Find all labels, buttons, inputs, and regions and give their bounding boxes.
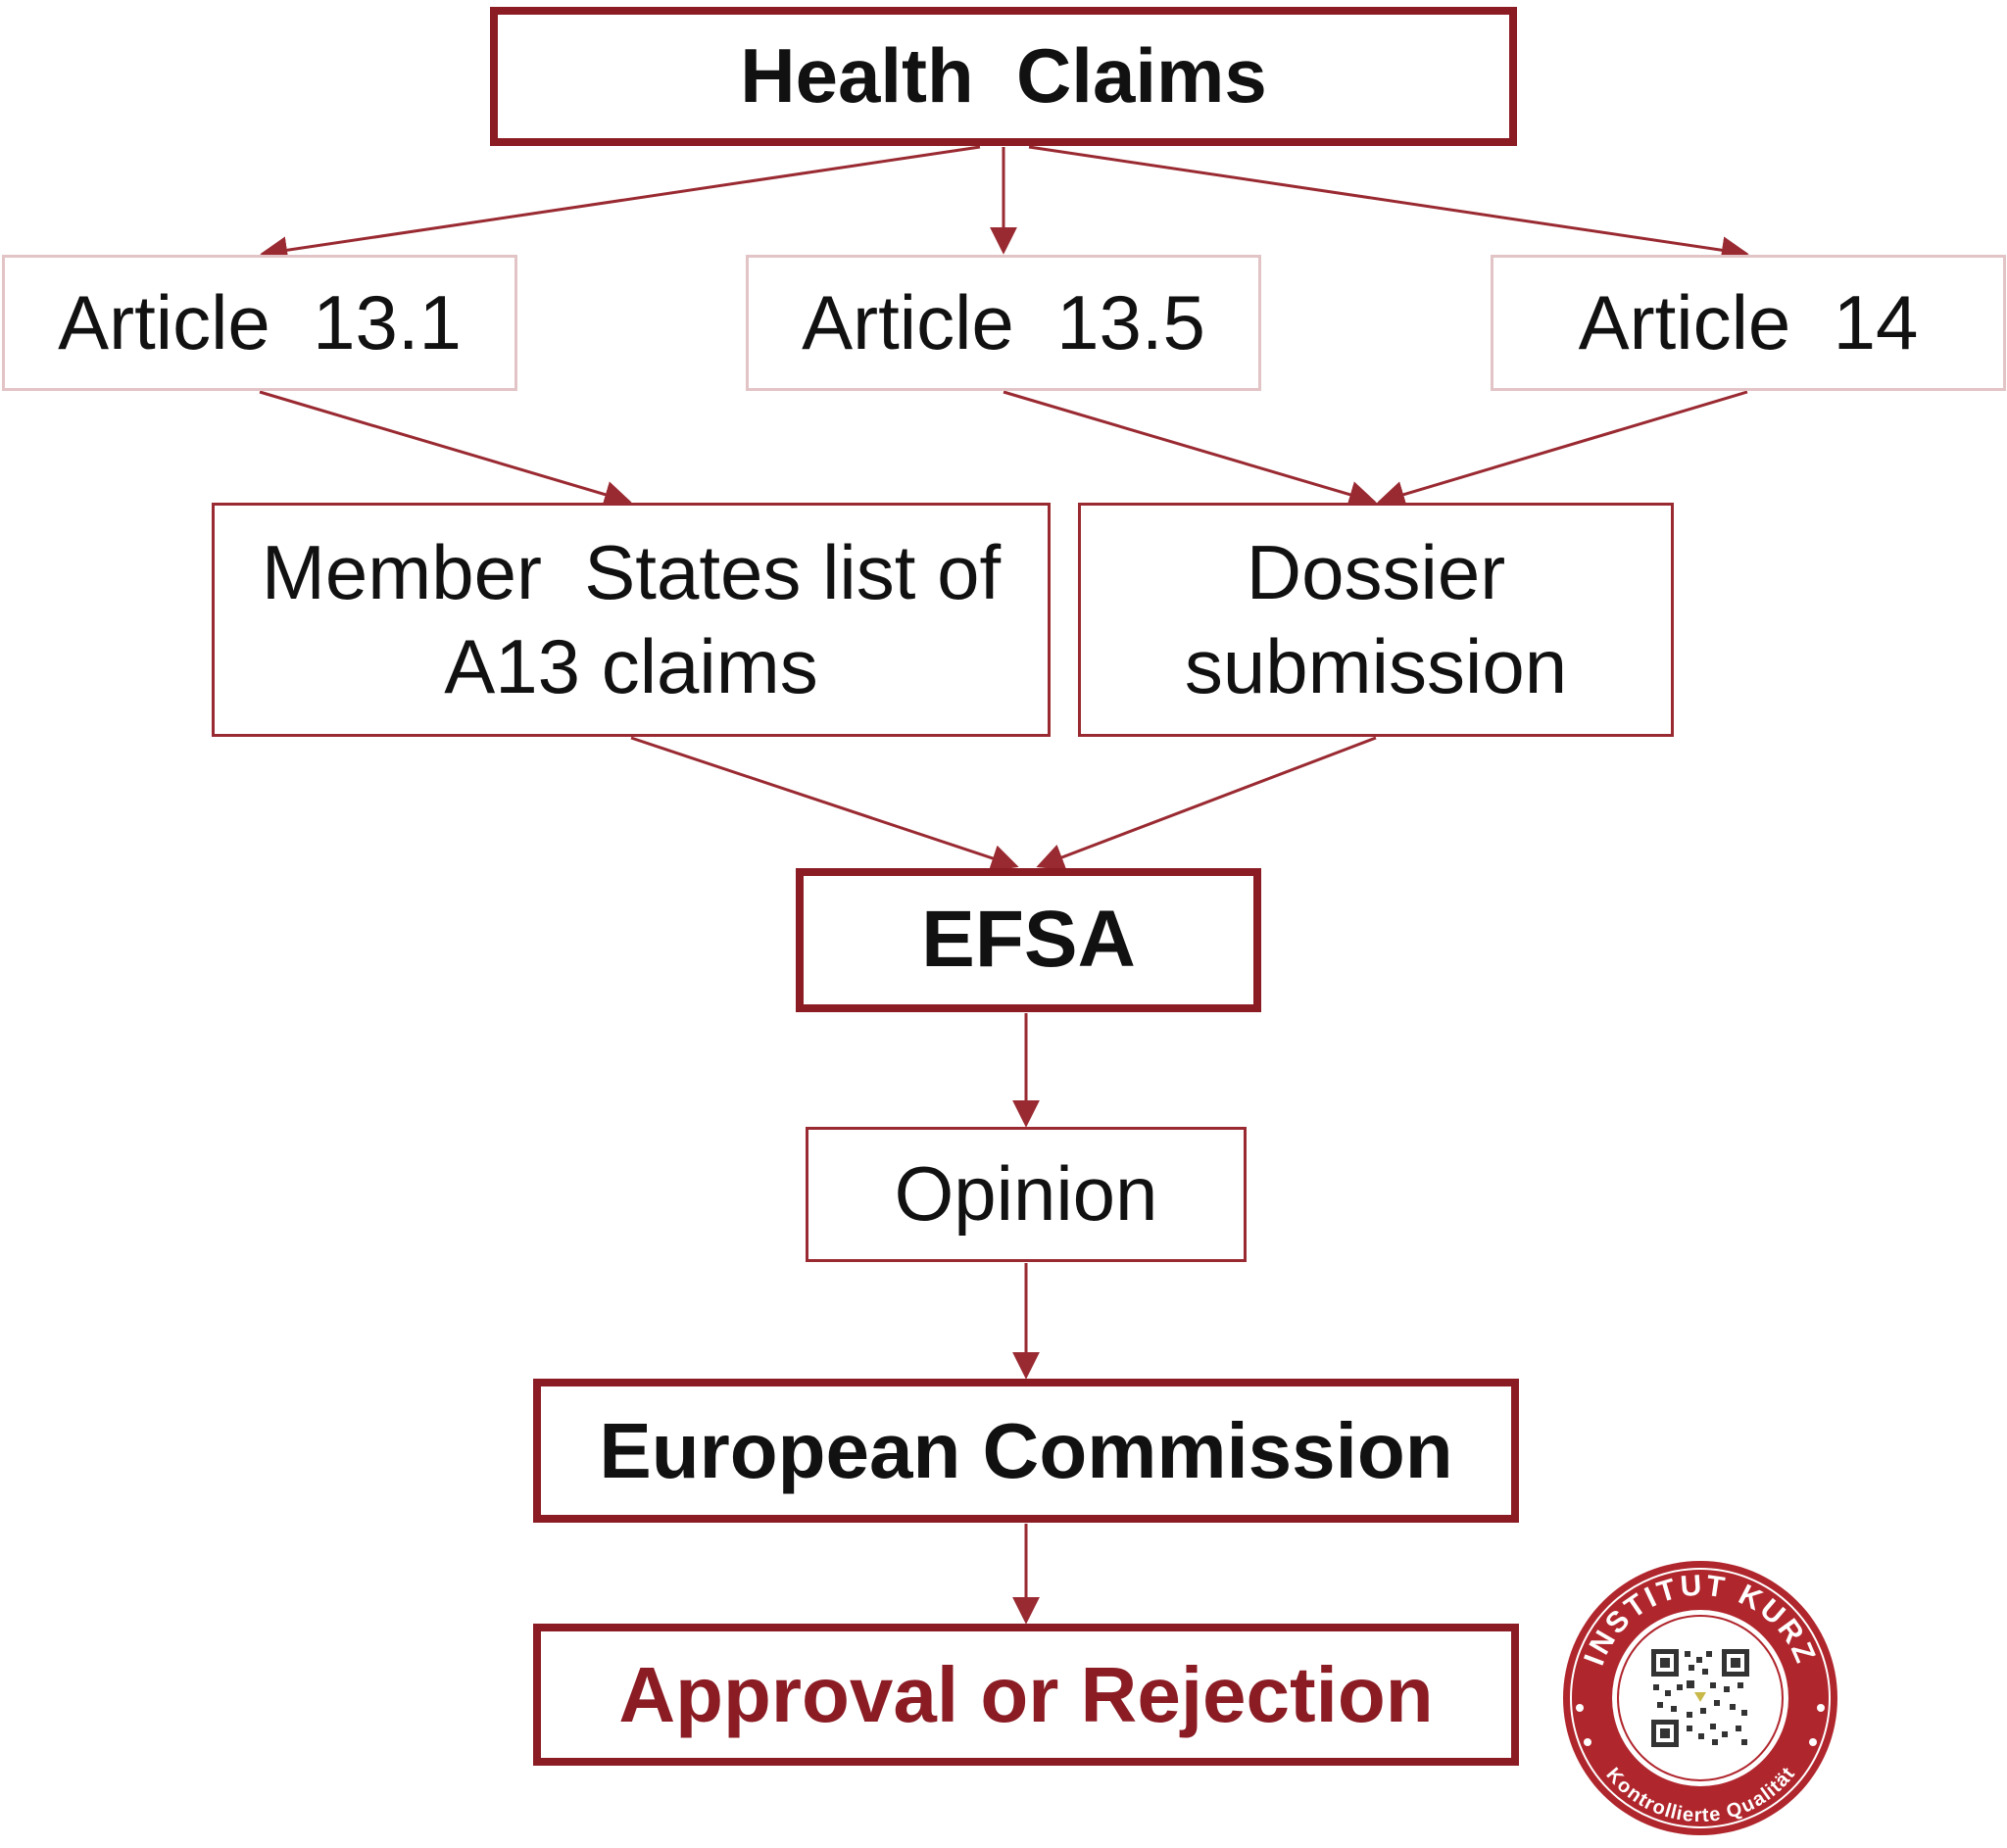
arrow-article-13-5-to-dossier <box>1003 390 1377 509</box>
node-article-14-label: Article 14 <box>1578 278 1919 365</box>
node-efsa: EFSA <box>796 868 1261 1012</box>
node-article-13-5-label: Article 13.5 <box>802 278 1205 365</box>
node-dossier-line2: submission <box>1184 622 1568 709</box>
node-article-14: Article 14 <box>1491 255 2006 391</box>
arrow-article-14-to-dossier <box>1377 390 1748 509</box>
node-health-claims-label: Health Claims <box>740 32 1267 120</box>
arrow-health-to-article-14 <box>1028 145 1749 265</box>
node-dossier-line1: Dossier <box>1246 529 1506 616</box>
arrow-dossier-to-efsa <box>1036 736 1377 871</box>
node-efsa-label: EFSA <box>921 895 1136 985</box>
institut-kurz-seal-logo: INSTITUT KURZ Kontrollierte Qualität <box>1563 1561 1837 1835</box>
qr-code-icon <box>1651 1649 1749 1747</box>
seal-dots-icon <box>1576 1704 1825 1746</box>
node-health-claims: Health Claims <box>490 7 1517 146</box>
node-dossier-submission: Dossier submission <box>1078 503 1674 737</box>
node-opinion-label: Opinion <box>894 1150 1158 1238</box>
node-article-13-5: Article 13.5 <box>746 255 1261 391</box>
node-member-states-list: Member States list of A13 claims <box>212 503 1051 737</box>
node-member-states-line2: A13 claims <box>444 622 818 709</box>
arrow-article-13-1-to-member-states <box>259 390 632 509</box>
arrow-member-states-to-efsa <box>630 736 1019 872</box>
node-dossier-text: Dossier submission <box>1185 526 1567 712</box>
node-opinion: Opinion <box>806 1127 1247 1262</box>
node-approval-or-rejection: Approval or Rejection <box>533 1624 1519 1766</box>
arrow-health-to-article-13-1 <box>260 145 981 265</box>
node-member-states-line1: Member States list of <box>261 529 1002 616</box>
node-european-commission-label: European Commission <box>599 1406 1453 1494</box>
node-european-commission: European Commission <box>533 1379 1519 1523</box>
node-approval-label: Approval or Rejection <box>618 1650 1434 1738</box>
node-member-states-text: Member States list of A13 claims <box>262 526 1001 712</box>
node-article-13-1: Article 13.1 <box>2 255 517 391</box>
node-article-13-1-label: Article 13.1 <box>58 278 462 365</box>
